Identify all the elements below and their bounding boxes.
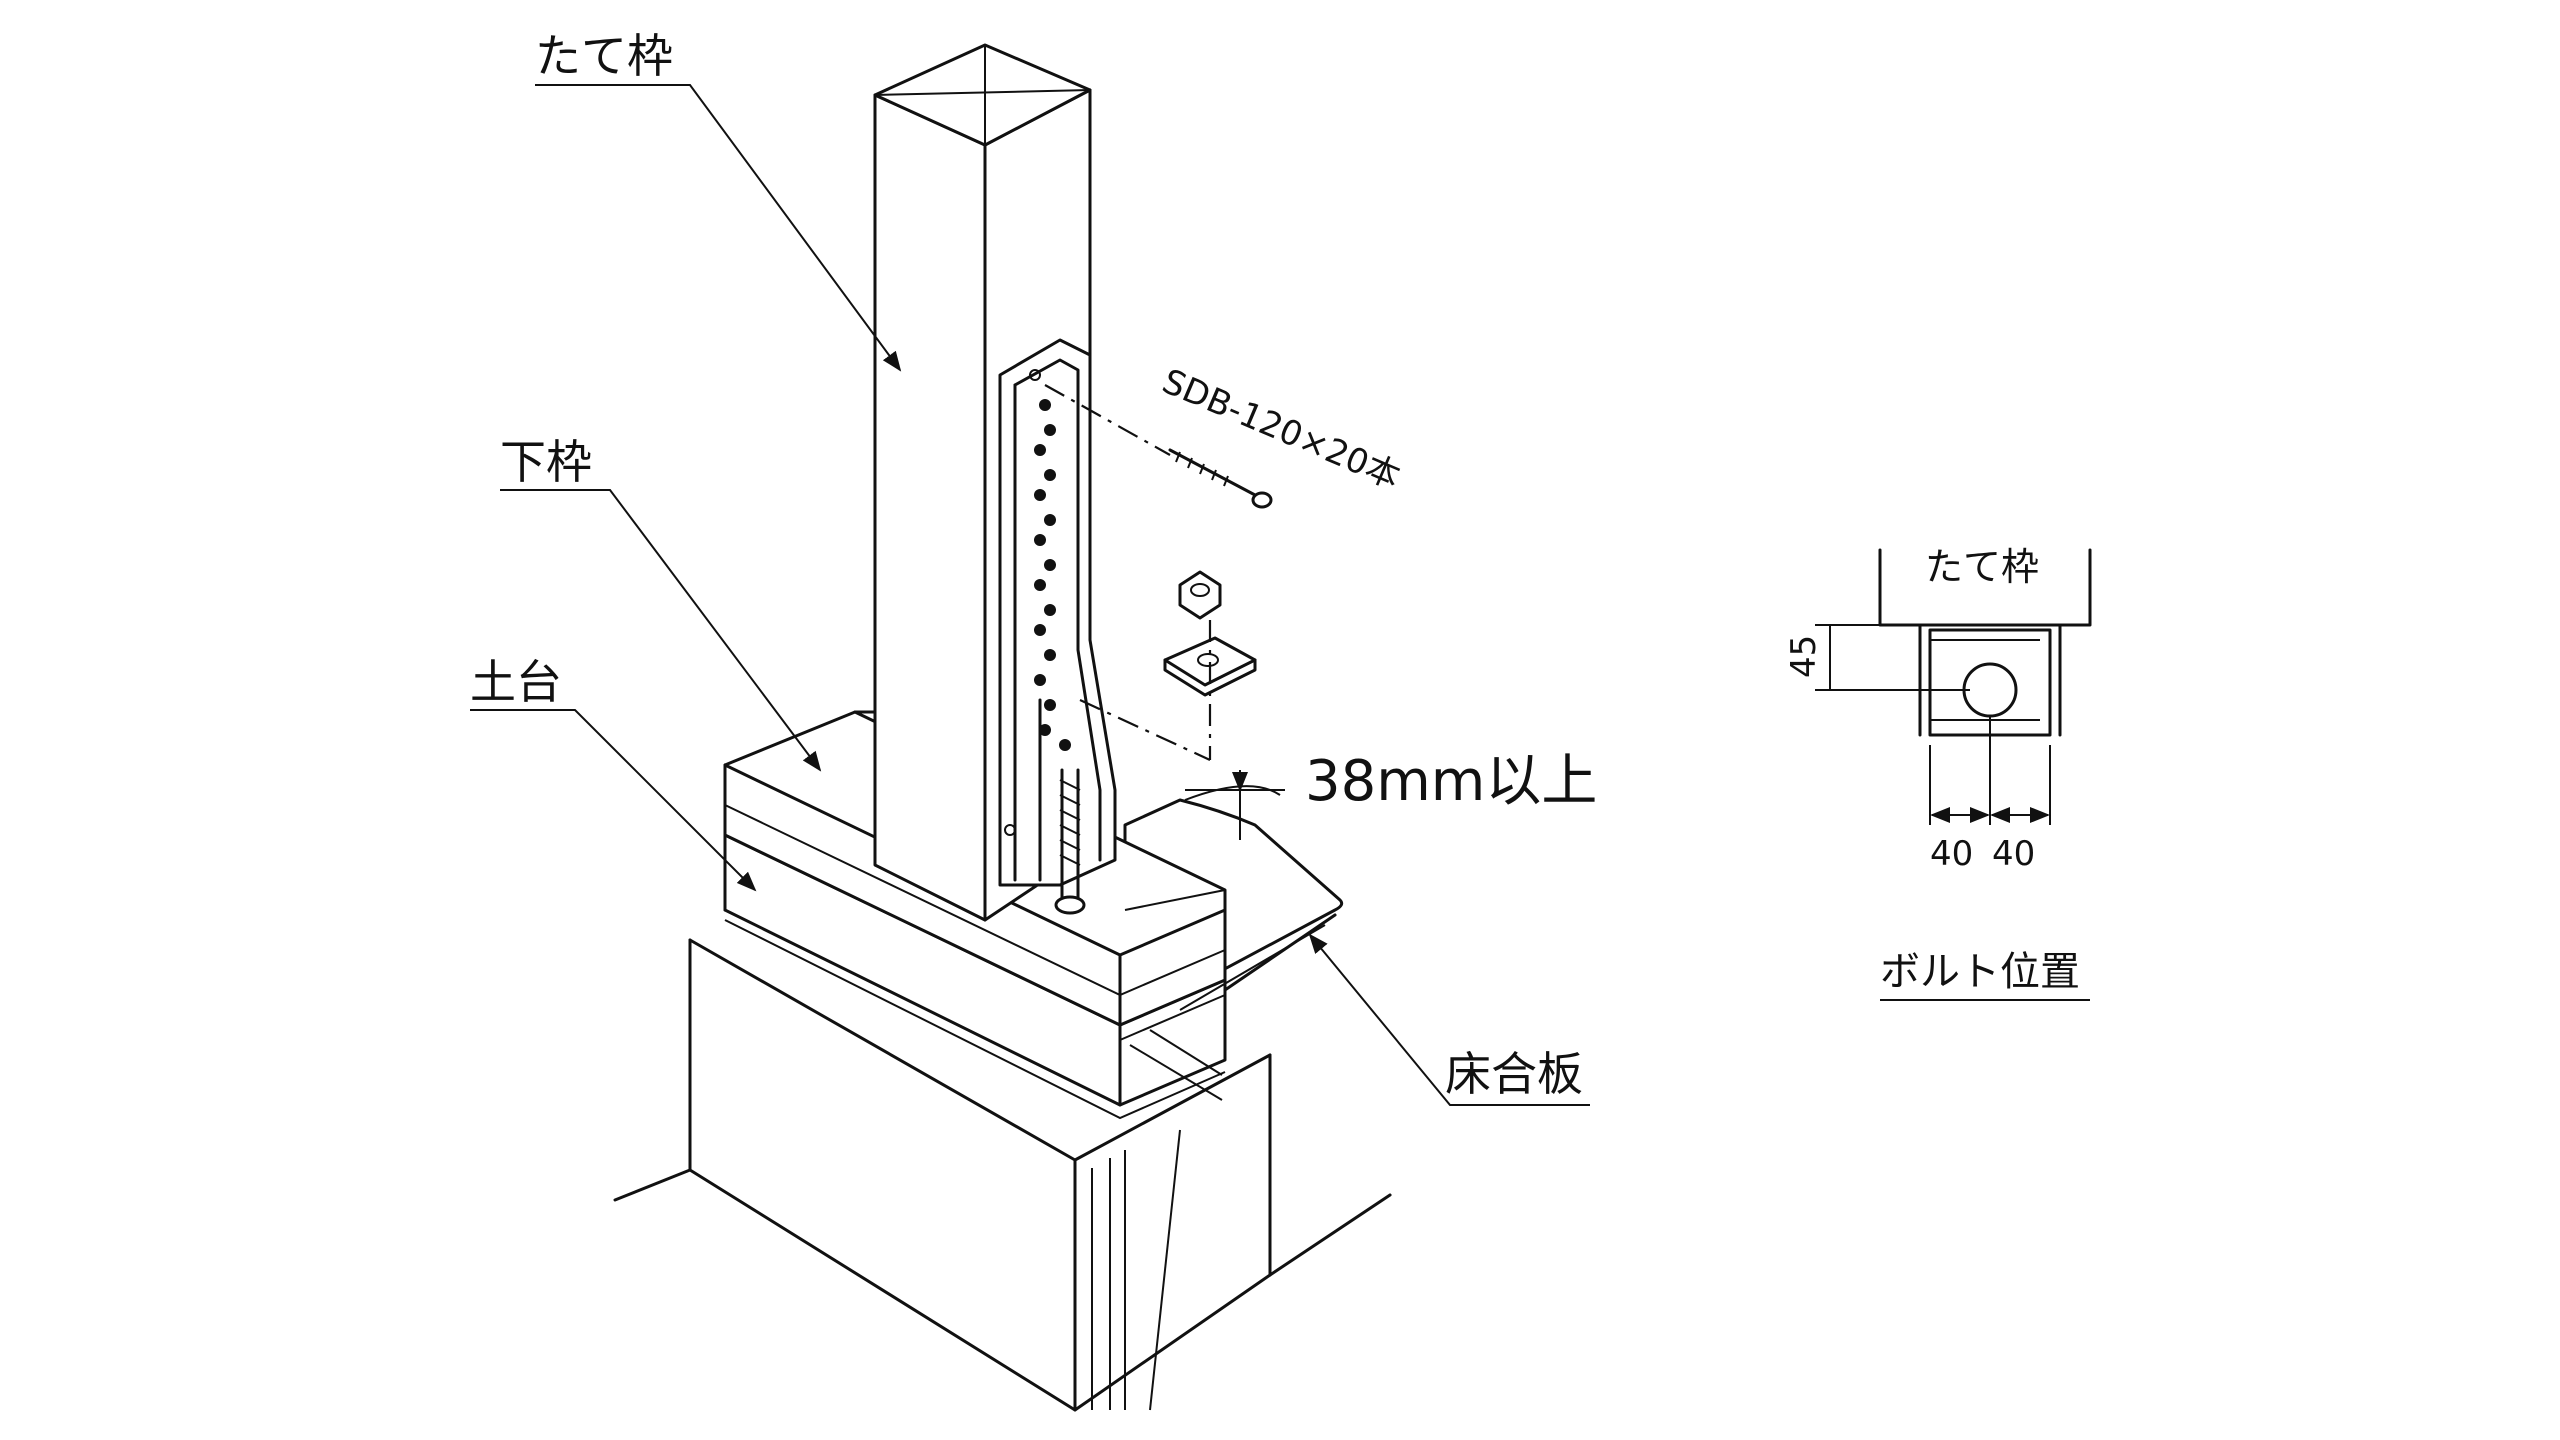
- bolt-position-detail: たて枠 45 40 40 ボルト位置: [1784, 545, 2092, 1001]
- screw-sdb: [1044, 384, 1273, 509]
- label-dodai: 土台: [470, 655, 562, 709]
- label-shitawaku: 下枠: [500, 435, 592, 489]
- label-min-depth: 38mm以上: [1305, 749, 1597, 814]
- detail-title: ボルト位置: [1880, 949, 2080, 995]
- depth-dimension: [1185, 770, 1285, 840]
- nut-washer: [1079, 570, 1257, 761]
- dim-left-40: 40: [1930, 834, 1973, 874]
- hold-down-bracket: [998, 338, 1117, 915]
- bolt-hole: [1962, 662, 2018, 718]
- label-screw-spec: SDB-120×20本: [1156, 361, 1405, 497]
- dim-vertical-45: 45: [1784, 635, 1824, 678]
- label-yukagouhan: 床合板: [1445, 1047, 1583, 1101]
- dim-right-40: 40: [1992, 834, 2035, 874]
- screw-holes: [1004, 369, 1071, 836]
- anchor-bolt: [1054, 768, 1086, 915]
- detail-member-label: たて枠: [1925, 545, 2039, 589]
- foundation: [613, 938, 1392, 1412]
- label-tategamachi: たて枠: [535, 29, 673, 83]
- leader-lines: [470, 84, 1590, 1106]
